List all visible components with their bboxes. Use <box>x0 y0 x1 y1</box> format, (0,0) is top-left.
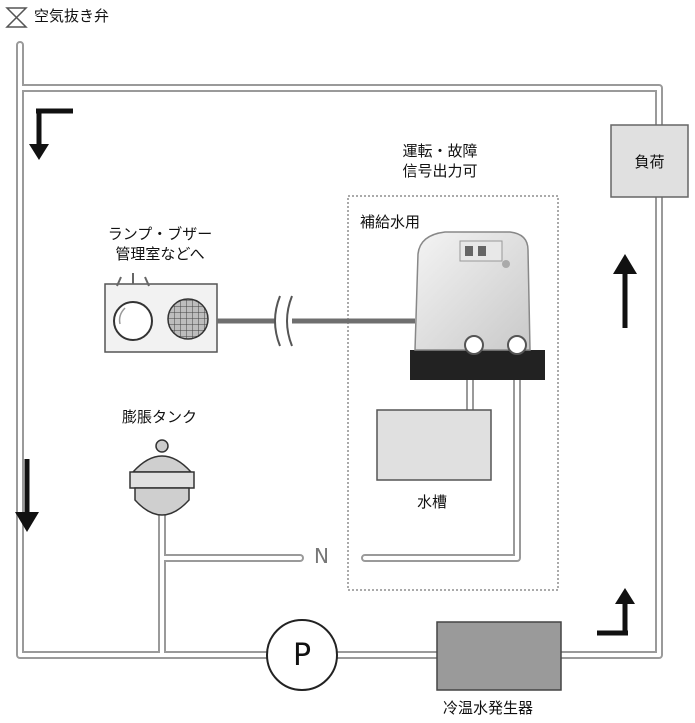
load-label: 負荷 <box>634 152 665 171</box>
pump-label: P <box>292 637 312 673</box>
signal-output-line2: 信号出力可 <box>402 162 478 180</box>
generator-box <box>436 621 562 691</box>
flow-arrow-down-left-top <box>29 108 73 160</box>
lamp-panel-line1: ランプ・ブザー <box>107 225 213 243</box>
flow-arrow-up-right-bottom <box>597 588 635 636</box>
air-vent-valve-icon <box>5 7 28 28</box>
supply-water-unit <box>410 231 545 380</box>
check-valve-label: N <box>314 544 329 568</box>
flow-arrow-down-left <box>15 459 39 532</box>
signal-output-label: 運転・故障 信号出力可 <box>385 141 495 181</box>
lamp-panel-line2: 管理室などへ <box>115 245 205 263</box>
pump-symbol <box>266 619 338 691</box>
expansion-tank-label: 膨脹タンク <box>122 408 198 426</box>
lamp-buzzer-panel <box>104 273 218 353</box>
supply-unit-label: 補給水用 <box>360 213 421 231</box>
water-tank-label: 水槽 <box>417 493 448 511</box>
signal-cable <box>217 295 415 347</box>
water-tank-box <box>376 409 492 481</box>
signal-output-line1: 運転・故障 <box>402 142 478 160</box>
supply-unit-boundary <box>347 195 559 591</box>
generator-label: 冷温水発生器 <box>443 699 534 717</box>
flow-arrow-up-right <box>613 254 637 328</box>
lamp-panel-label: ランプ・ブザー 管理室などへ <box>100 224 220 264</box>
pipe-network <box>16 41 663 659</box>
legend-air-vent-label: 空気抜き弁 <box>34 7 110 25</box>
expansion-tank <box>129 439 195 516</box>
load-box <box>610 124 689 198</box>
